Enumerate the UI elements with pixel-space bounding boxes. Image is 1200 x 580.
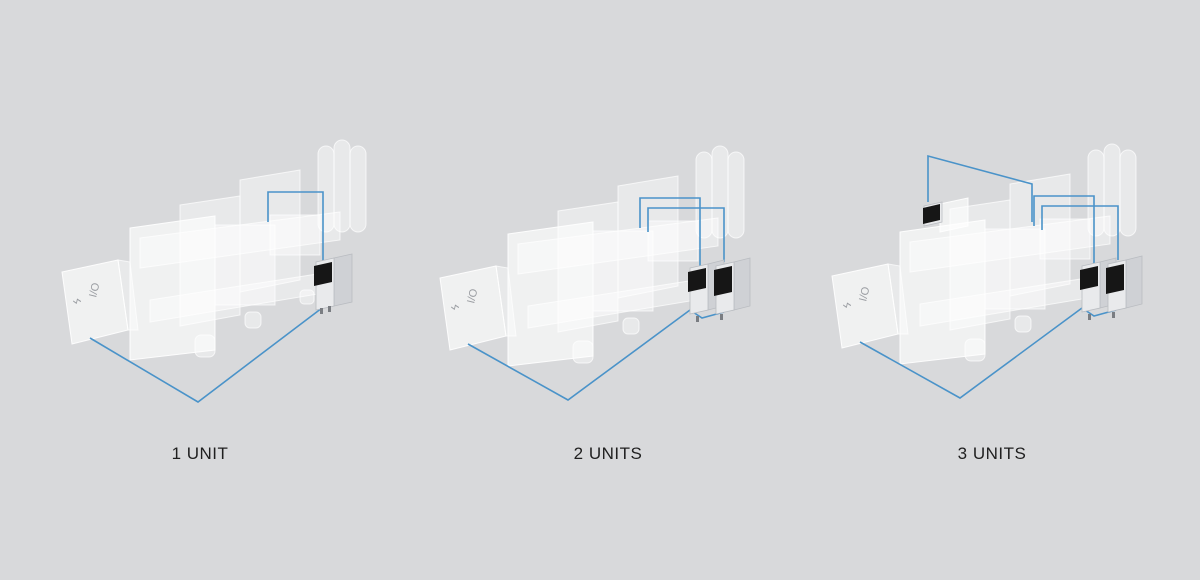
lightning-icon: ϟ [71, 297, 84, 306]
panel-caption: 3 UNITS [957, 444, 1027, 463]
panel-3-scene: ϟ I/O [831, 143, 1143, 399]
panel-3-units: ϟ I/O [792, 0, 1192, 580]
panel-caption: 2 UNITS [573, 444, 643, 463]
panel-caption: 1 UNIT [171, 444, 229, 463]
cable-routing [859, 154, 1119, 399]
remote-control-unit [923, 201, 943, 227]
machine-silhouette [507, 145, 745, 367]
lightning-icon: ϟ [841, 301, 854, 310]
control-unit-2 [696, 257, 751, 322]
io-label: I/O [465, 287, 480, 305]
control-unit-1 [314, 253, 353, 314]
control-unit-2 [1088, 255, 1143, 320]
io-label: I/O [87, 281, 102, 299]
cable-routing [89, 191, 324, 403]
io-cabinet: ϟ I/O [439, 265, 517, 351]
machine-silhouette [129, 139, 367, 361]
panel-1-scene: ϟ I/O [61, 139, 367, 403]
machine-silhouette [899, 143, 1137, 365]
io-cabinet: ϟ I/O [831, 263, 909, 349]
panel-2-scene: ϟ I/O [439, 145, 751, 401]
panel-1-unit: ϟ I/O 1 UNIT [0, 0, 400, 580]
io-label: I/O [857, 285, 872, 303]
io-cabinet: ϟ I/O [61, 259, 139, 345]
lightning-icon: ϟ [449, 303, 462, 312]
panel-2-units: ϟ I/O 2 UNITS [388, 0, 788, 580]
